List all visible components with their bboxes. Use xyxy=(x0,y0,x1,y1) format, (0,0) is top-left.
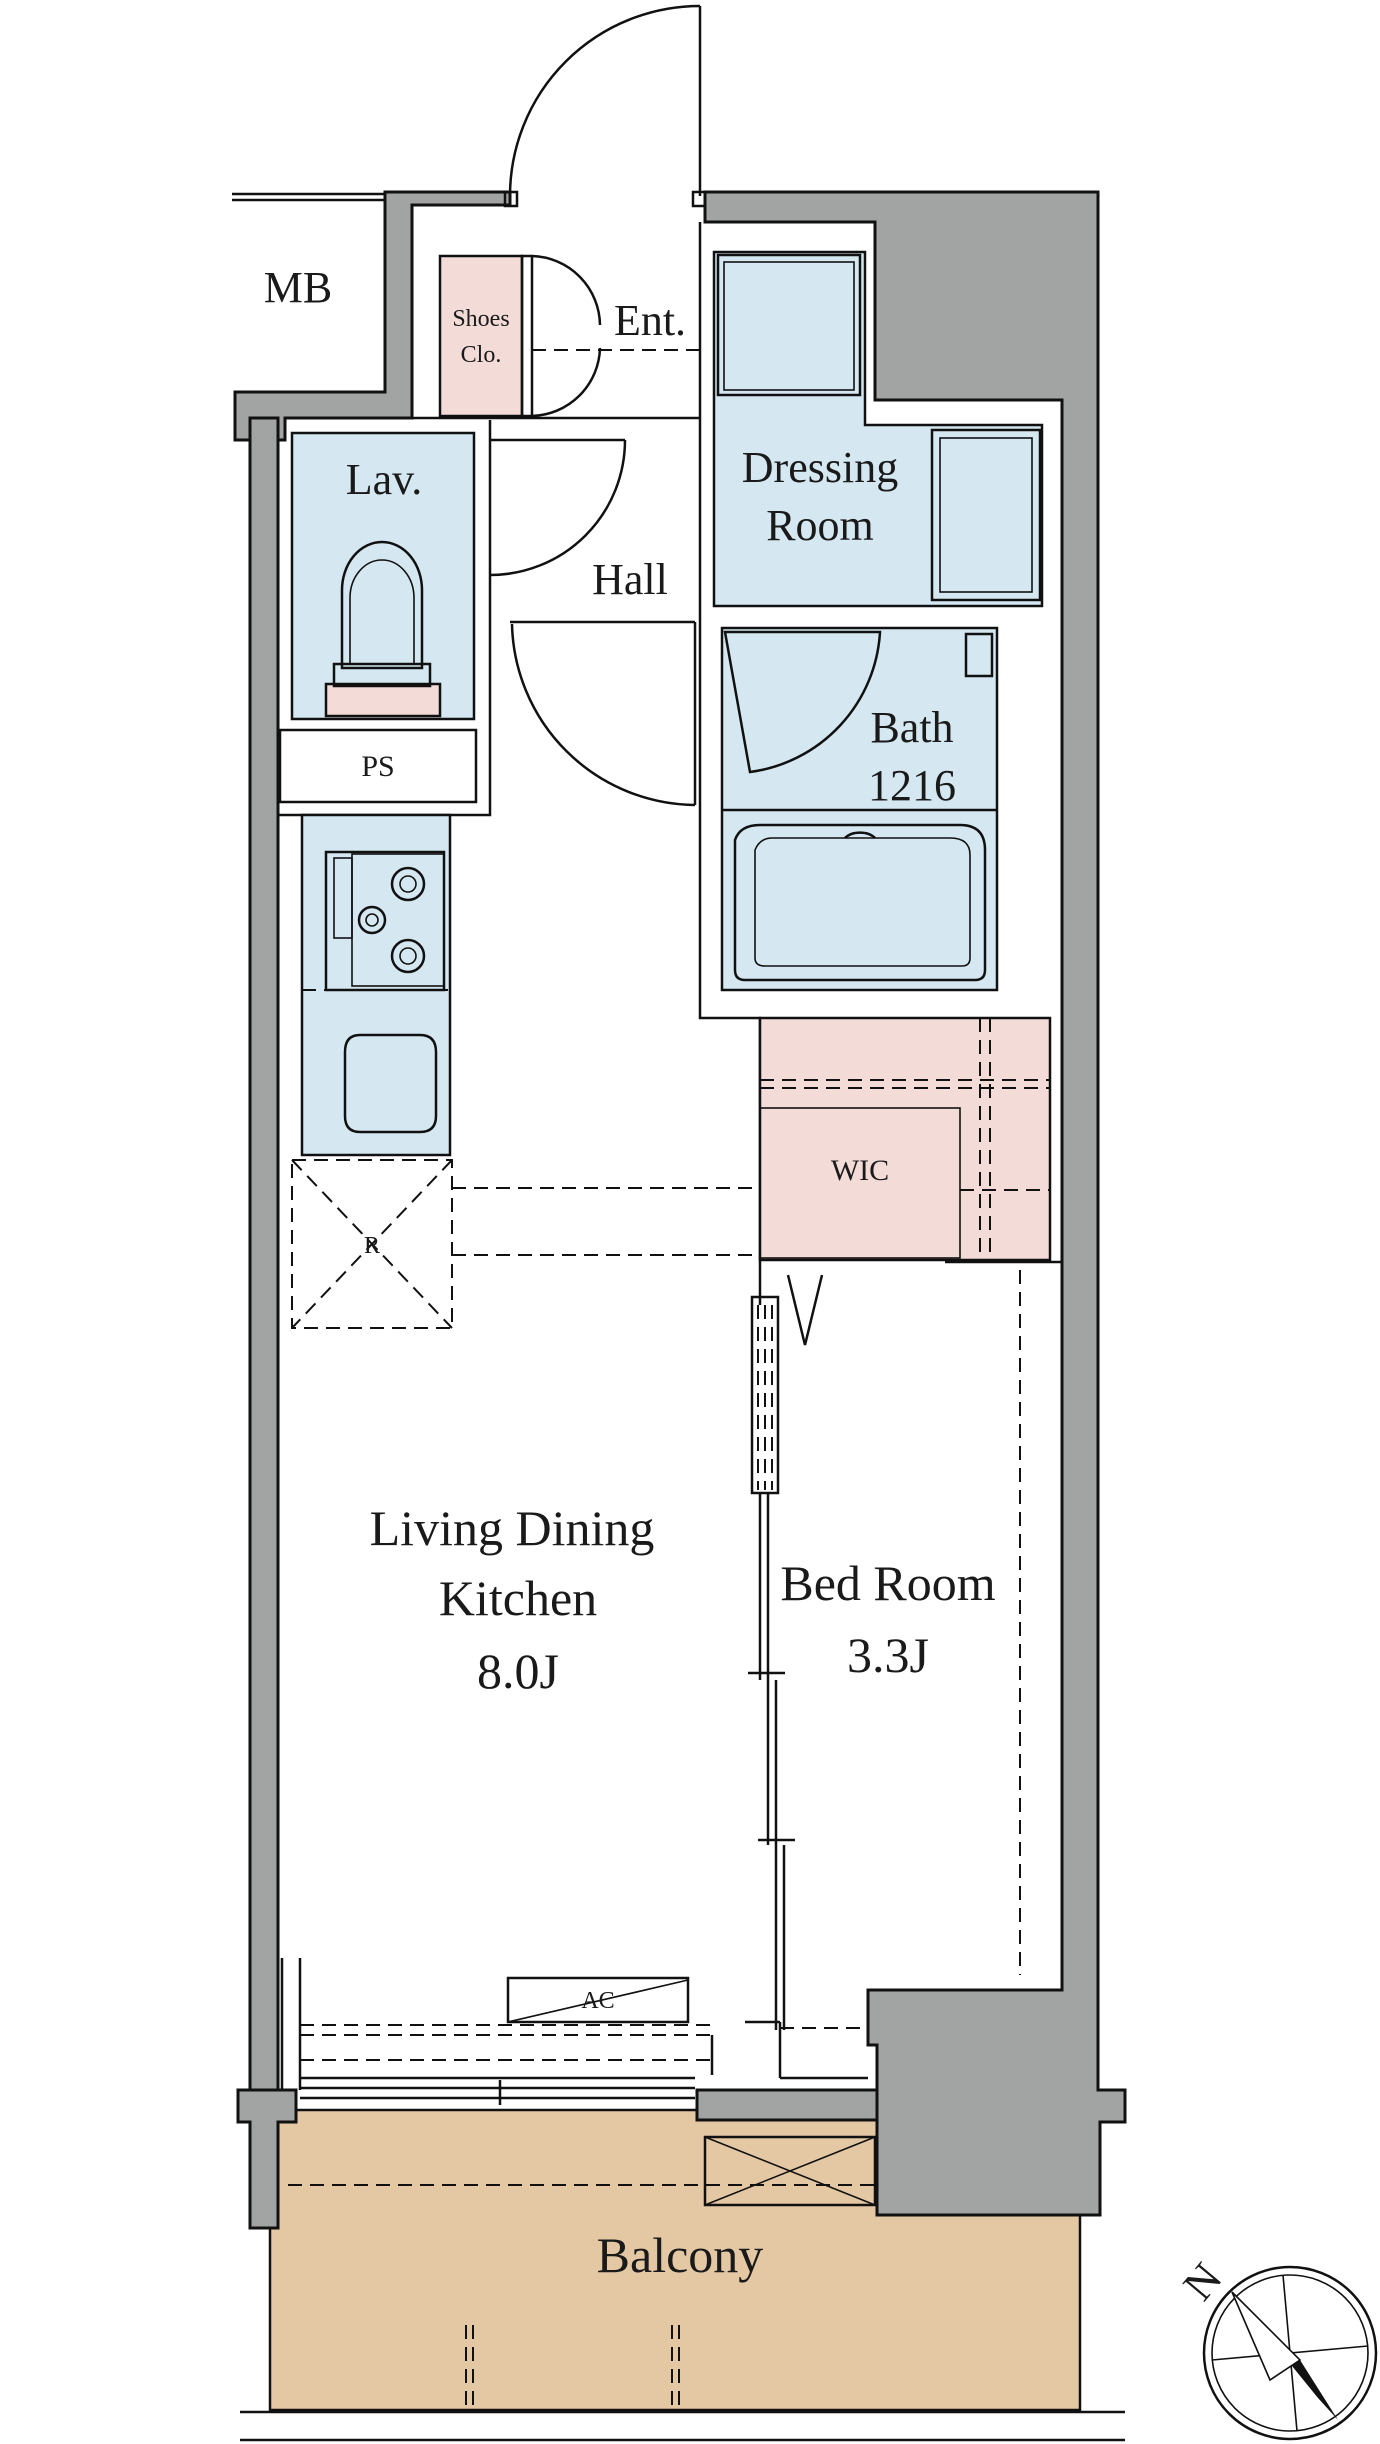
wic-door[interactable] xyxy=(786,1260,1062,1346)
bath-label-1: Bath xyxy=(870,703,953,752)
air-conditioner: AC xyxy=(506,1976,690,2024)
meter-box: MB xyxy=(232,192,385,312)
mb-label: MB xyxy=(264,263,332,312)
dressing-room: Dressing Room xyxy=(712,250,1044,608)
pipe-space: PS xyxy=(278,728,478,804)
bedroom-window[interactable] xyxy=(745,2020,868,2080)
lavatory-label: Lav. xyxy=(346,455,423,504)
ac-label: AC xyxy=(581,1988,614,2014)
bath-label-2: 1216 xyxy=(868,761,956,810)
ps-label: PS xyxy=(361,750,394,783)
structural-walls xyxy=(233,190,1127,2230)
stove-burner-icon xyxy=(357,866,426,974)
north-arrow-icon: N xyxy=(1174,2254,1378,2441)
shoes-closet-label-1: Shoes xyxy=(452,306,509,332)
ldk-window[interactable] xyxy=(280,1958,714,2105)
lavatory-door[interactable] xyxy=(489,438,627,577)
hall-label: Hall xyxy=(592,555,668,604)
hall-door[interactable] xyxy=(510,620,697,807)
shoes-closet: Shoes Clo. xyxy=(438,254,602,418)
bedroom-label: Bed Room xyxy=(780,1555,995,1611)
refrigerator-space: R xyxy=(291,1159,453,1329)
entrance-door[interactable] xyxy=(503,4,707,208)
ldk-label-1: Living Dining xyxy=(370,1500,655,1556)
ldk-size: 8.0J xyxy=(477,1643,559,1699)
kitchen-counter xyxy=(300,813,452,1157)
walk-in-closet: WIC xyxy=(758,1016,1052,1262)
sliding-partition[interactable] xyxy=(748,1295,795,2030)
outdoor-unit xyxy=(703,2135,877,2207)
ldk-label-2: Kitchen xyxy=(439,1570,597,1626)
bathroom: Bath 1216 xyxy=(720,626,999,992)
refrigerator-label: R xyxy=(364,1233,380,1259)
balcony-label: Balcony xyxy=(597,2227,764,2283)
dressing-room-label-1: Dressing xyxy=(742,443,898,492)
bedroom-size: 3.3J xyxy=(847,1627,929,1683)
entrance-label: Ent. xyxy=(614,296,686,345)
dressing-room-label-2: Room xyxy=(766,501,874,550)
shoes-closet-label-2: Clo. xyxy=(461,342,502,368)
lavatory: Lav. xyxy=(290,431,476,721)
wic-label: WIC xyxy=(831,1154,889,1187)
